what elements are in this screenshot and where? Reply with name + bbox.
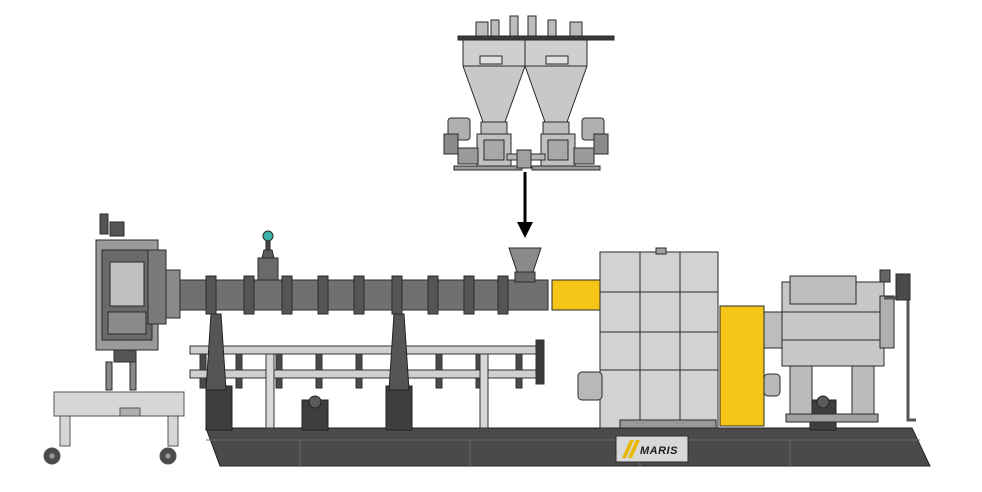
brand-name: MARIS <box>640 445 678 457</box>
coupling-icon <box>763 311 783 349</box>
safety-guards <box>551 279 765 427</box>
gauge-icon <box>257 230 279 281</box>
hopper-icon <box>508 247 542 283</box>
arrow-down-icon <box>517 172 533 238</box>
gearbox-icon <box>577 247 781 429</box>
motor-icon <box>781 269 916 423</box>
manifold-rails <box>189 339 545 429</box>
brand-plate: MARIS <box>615 435 689 463</box>
barrel-supports <box>205 313 410 391</box>
screen-changer-icon <box>95 213 167 391</box>
barrel-icon <box>165 269 549 319</box>
maris-logo-icon <box>622 440 634 458</box>
gravimetric-feeder-icon <box>443 15 615 171</box>
base-frame-icon <box>205 385 931 467</box>
cart-icon <box>43 391 185 465</box>
